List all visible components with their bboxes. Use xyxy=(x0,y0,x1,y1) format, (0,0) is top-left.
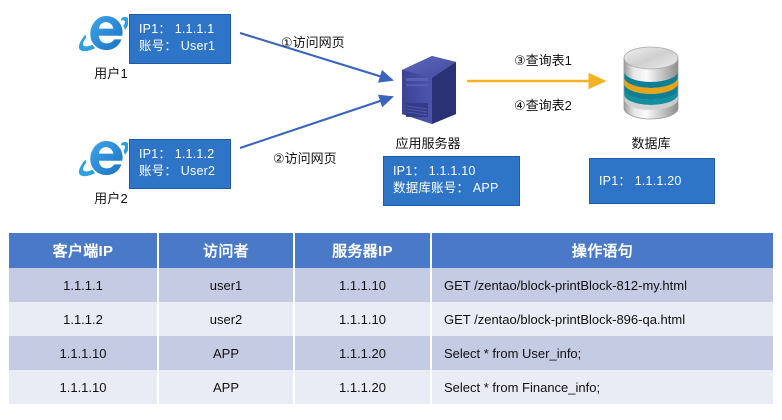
flow-label-1: ①访问网页 xyxy=(281,35,345,50)
column-header-statement: 操作语句 xyxy=(431,233,773,268)
flow-label-2: ②访问网页 xyxy=(273,151,337,166)
cell-server-ip: 1.1.1.20 xyxy=(294,370,432,404)
cell-statement: Select * from Finance_info; xyxy=(431,370,773,404)
app-server-caption: 应用服务器 xyxy=(395,136,461,151)
cell-statement: GET /zentao/block-printBlock-896-qa.html xyxy=(431,302,773,336)
client-2-info-box: IP1： 1.1.1.2 账号： User2 xyxy=(129,139,231,189)
table-row: 1.1.1.10 APP 1.1.1.20 Select * from Fina… xyxy=(9,370,773,404)
network-flow-diagram: 用户1 IP1： 1.1.1.1 账号： User1 用户2 IP1： 1.1.… xyxy=(76,8,715,207)
client-1-group: 用户1 xyxy=(76,8,146,82)
cell-visitor: user1 xyxy=(158,268,295,302)
column-header-client-ip: 客户端IP xyxy=(9,233,159,268)
connector-arrows xyxy=(239,31,607,149)
app-server-group: 应用服务器 xyxy=(392,48,464,152)
cell-visitor: APP xyxy=(158,336,295,370)
table-row: 1.1.1.10 APP 1.1.1.20 Select * from User… xyxy=(9,336,773,370)
table-header-row: 客户端IP 访问者 服务器IP 操作语句 xyxy=(9,233,773,268)
cell-client-ip: 1.1.1.10 xyxy=(9,336,159,370)
flow-label-3: ③查询表1 xyxy=(514,53,572,68)
cell-visitor: APP xyxy=(158,370,295,404)
column-header-visitor: 访问者 xyxy=(158,233,295,268)
cell-statement: Select * from User_info; xyxy=(431,336,773,370)
cell-server-ip: 1.1.1.10 xyxy=(294,268,432,302)
cell-visitor: user2 xyxy=(158,302,295,336)
database-cylinder-icon xyxy=(623,46,679,120)
client-2-caption: 用户2 xyxy=(94,191,128,206)
cell-server-ip: 1.1.1.20 xyxy=(294,336,432,370)
internet-explorer-icon xyxy=(78,16,130,52)
cell-statement: GET /zentao/block-printBlock-812-my.html xyxy=(431,268,773,302)
access-log-table: 客户端IP 访问者 服务器IP 操作语句 1.1.1.1 user1 1.1.1… xyxy=(9,233,773,404)
cell-client-ip: 1.1.1.2 xyxy=(9,302,159,336)
database-info-box: IP1： 1.1.1.20 xyxy=(589,158,715,204)
cell-client-ip: 1.1.1.10 xyxy=(9,370,159,404)
column-header-server-ip: 服务器IP xyxy=(294,233,432,268)
client-1-info-box: IP1： 1.1.1.1 账号： User1 xyxy=(129,14,231,64)
flow-label-4: ④查询表2 xyxy=(514,98,572,113)
table-row: 1.1.1.2 user2 1.1.1.10 GET /zentao/block… xyxy=(9,302,773,336)
database-group: 数据库 xyxy=(621,44,681,152)
client-2-group: 用户2 xyxy=(76,133,146,207)
client-1-caption: 用户1 xyxy=(94,66,128,81)
server-tower-icon xyxy=(402,56,456,124)
database-caption: 数据库 xyxy=(631,136,671,151)
cell-client-ip: 1.1.1.1 xyxy=(9,268,159,302)
internet-explorer-icon xyxy=(78,141,130,177)
table-row: 1.1.1.1 user1 1.1.1.10 GET /zentao/block… xyxy=(9,268,773,302)
access-log-table-wrapper: 客户端IP 访问者 服务器IP 操作语句 1.1.1.1 user1 1.1.1… xyxy=(9,233,773,404)
app-server-info-box: IP1： 1.1.1.10 数据库账号： APP xyxy=(383,156,520,206)
cell-server-ip: 1.1.1.10 xyxy=(294,302,432,336)
